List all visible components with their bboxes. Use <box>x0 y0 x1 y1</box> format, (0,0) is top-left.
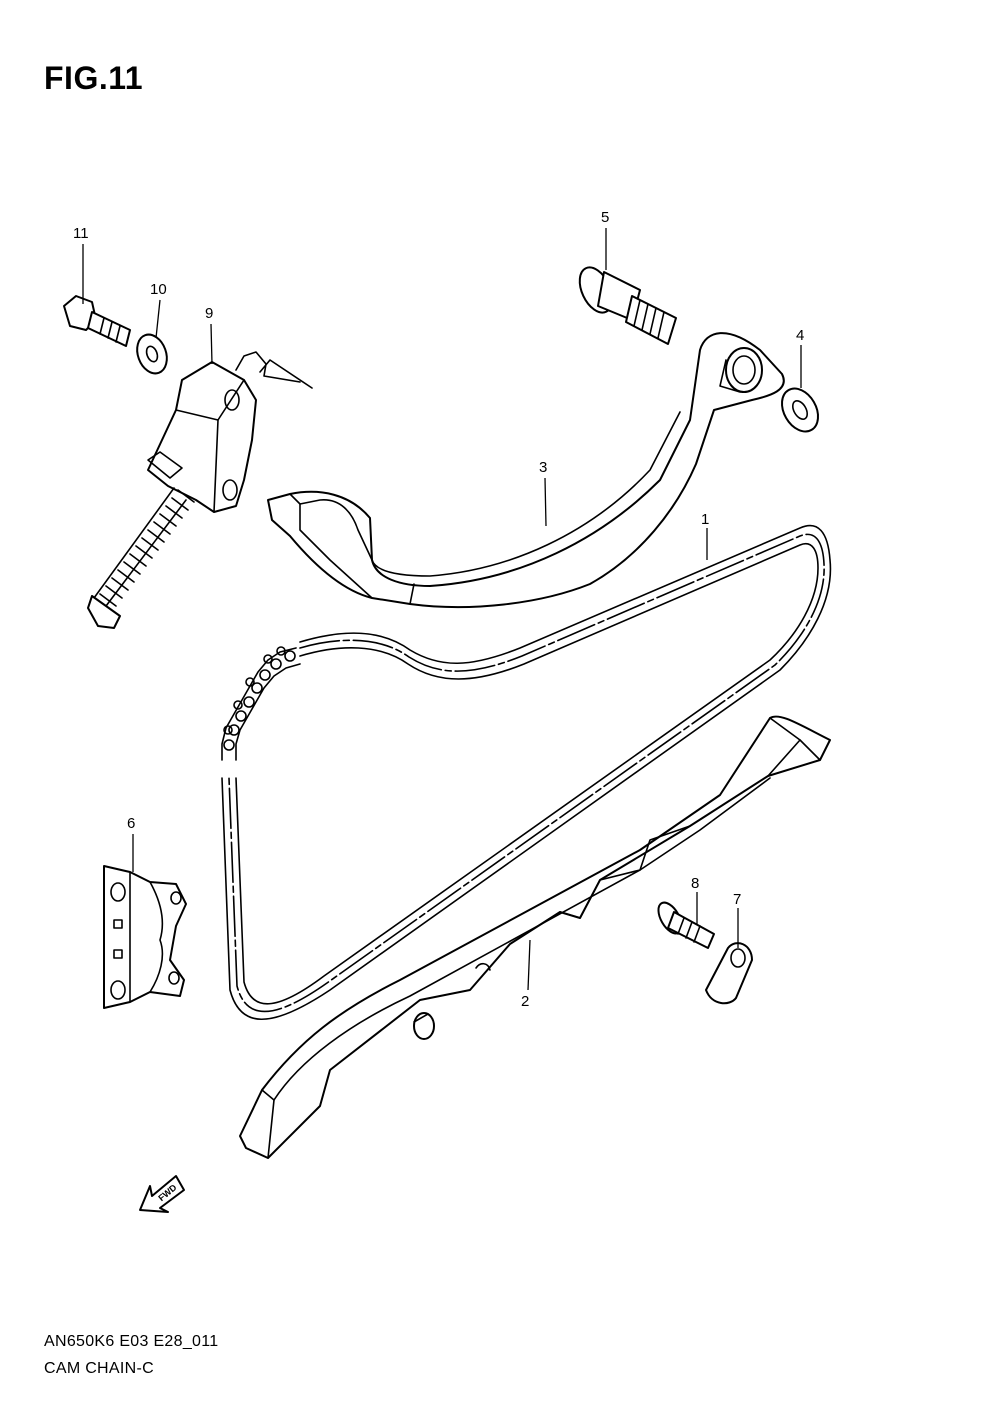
callout-4: 4 <box>796 327 804 344</box>
screw-8 <box>657 901 715 949</box>
callout-11: 11 <box>73 225 89 242</box>
callout-2: 2 <box>521 993 529 1010</box>
leader-lines <box>82 228 802 991</box>
callout-numbers: 1 2 3 4 5 6 7 8 9 10 11 <box>73 209 804 1010</box>
forward-arrow-icon: FWD <box>139 1175 185 1213</box>
callout-5: 5 <box>601 209 609 226</box>
chain-guide <box>239 715 831 1159</box>
tensioner-adjuster-9 <box>87 351 313 629</box>
pivot-bolt-5 <box>578 266 677 345</box>
callout-1: 1 <box>701 511 709 528</box>
chain-links <box>221 646 301 761</box>
diagram-code: AN650K6 E03 E28_011 <box>44 1333 219 1350</box>
washer-4 <box>780 387 820 433</box>
guide-plate-6 <box>103 865 187 1009</box>
tensioner-arm <box>267 332 785 609</box>
washer-10 <box>136 333 168 375</box>
callout-10: 10 <box>150 281 167 298</box>
callout-8: 8 <box>691 875 699 892</box>
callout-9: 9 <box>205 305 213 322</box>
callout-7: 7 <box>733 891 741 908</box>
lock-plate-7 <box>705 942 753 1005</box>
callout-6: 6 <box>127 815 135 832</box>
callout-3: 3 <box>539 459 547 476</box>
tensioner-spring <box>87 487 195 629</box>
figure-title: FIG.11 <box>44 60 144 96</box>
bolt-11 <box>63 295 131 347</box>
diagram-caption: CAM CHAIN-C <box>44 1360 154 1377</box>
cam-chain <box>221 524 832 1021</box>
